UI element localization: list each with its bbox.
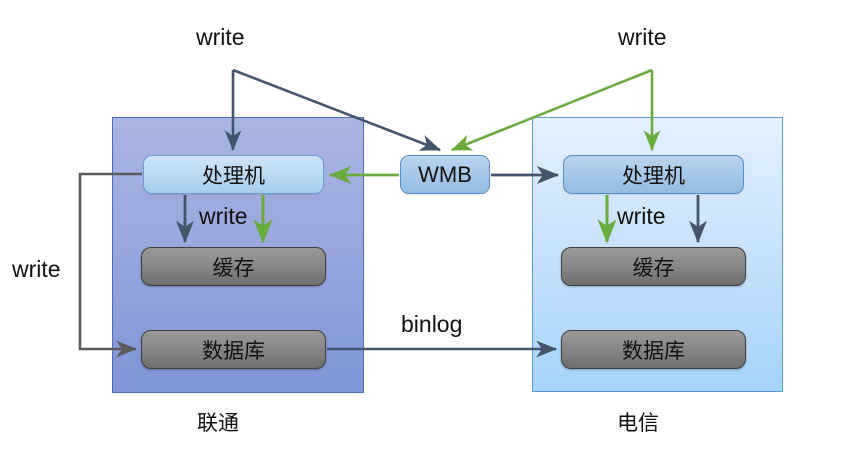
node-label: 缓存 [632,255,675,280]
label-write-top-left: write [196,24,245,50]
label-write-top-right: write [618,24,667,50]
label-region-unicom: 联通 [197,411,239,435]
node-label: 处理机 [622,163,685,188]
node-label: 数据库 [622,338,685,363]
label-binlog: binlog [401,311,463,337]
node-cache-telecom[interactable]: 缓存 [561,247,746,286]
node-processor-telecom[interactable]: 处理机 [563,155,744,194]
label-region-telecom: 电信 [617,411,659,435]
node-processor-unicom[interactable]: 处理机 [143,155,324,194]
label-write-unicom: write [199,203,248,229]
node-label: 数据库 [202,338,265,363]
node-database-telecom[interactable]: 数据库 [561,330,746,369]
node-label: 处理机 [202,163,265,188]
node-cache-unicom[interactable]: 缓存 [141,247,326,286]
node-wmb[interactable]: WMB [400,155,490,194]
node-database-unicom[interactable]: 数据库 [141,330,326,369]
node-label: WMB [418,161,472,187]
label-write-telecom: write [617,203,666,229]
label-write-left-side: write [12,256,61,282]
node-label: 缓存 [212,255,255,280]
